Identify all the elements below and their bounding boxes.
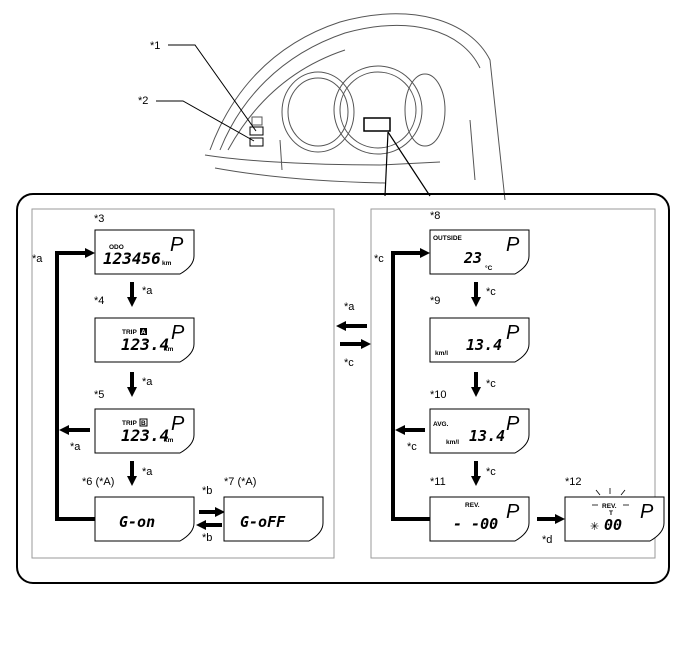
outside-value: 23 bbox=[463, 249, 482, 267]
left-cycle-line bbox=[55, 248, 95, 521]
display-rev-flashing bbox=[564, 496, 665, 542]
callout-10: *10 bbox=[430, 389, 447, 401]
callout-1: *1 bbox=[150, 40, 160, 52]
trip-a-badge bbox=[140, 328, 147, 335]
display-current-fuel bbox=[429, 317, 530, 363]
avg-fuel-gear: P bbox=[506, 413, 520, 435]
current-fuel-gear: P bbox=[506, 322, 520, 344]
display-avg-fuel bbox=[429, 408, 530, 454]
display-g-on bbox=[94, 496, 195, 542]
display-g-off bbox=[223, 496, 324, 542]
g-off-value: G-oFF bbox=[240, 513, 286, 531]
callout-b-2: *b bbox=[202, 532, 212, 544]
display-odo bbox=[94, 229, 195, 275]
trip-a-sub: A bbox=[141, 329, 146, 336]
callout-9: *9 bbox=[430, 295, 440, 307]
trip-b-value: 123.4 bbox=[121, 426, 169, 445]
display-outside bbox=[429, 229, 530, 275]
avg-fuel-tag: AVG. bbox=[433, 421, 449, 428]
zoom-leader bbox=[384, 131, 431, 197]
trip-b-badge bbox=[139, 418, 148, 427]
rev-tag: REV. bbox=[465, 502, 480, 509]
outside-gear: P bbox=[506, 234, 520, 256]
callout-11: *11 bbox=[430, 476, 446, 488]
trip-b-gear: P bbox=[171, 413, 185, 435]
odo-tag: ODO bbox=[109, 244, 124, 251]
callout-2: *2 bbox=[138, 95, 148, 107]
outer-frame bbox=[16, 193, 670, 584]
trip-a-gear: P bbox=[171, 322, 185, 344]
current-fuel-unit: km/l bbox=[435, 350, 448, 357]
rev-gear: P bbox=[506, 501, 520, 523]
callout-b-1: *b bbox=[202, 485, 212, 497]
callout-4: *4 bbox=[94, 295, 104, 307]
right-panel bbox=[370, 208, 656, 559]
callout-3: *3 bbox=[94, 213, 104, 225]
odo-value: 123456 bbox=[103, 249, 161, 268]
callout-a-4: *a bbox=[142, 466, 153, 478]
trip-a-unit: km bbox=[164, 346, 174, 353]
rev-flash-gear: P bbox=[640, 501, 654, 523]
display-trip-a bbox=[94, 317, 195, 363]
callout-c-2: *c bbox=[486, 378, 496, 390]
callout-a-center: *a bbox=[344, 301, 355, 313]
left-panel bbox=[31, 208, 335, 559]
trip-a-tag: TRIP bbox=[122, 329, 137, 336]
right-cycle-line bbox=[391, 248, 430, 521]
odo-unit: km bbox=[162, 260, 172, 267]
trip-b-unit: km bbox=[164, 437, 174, 444]
callout-leaders-top bbox=[156, 44, 257, 142]
callout-c-1: *c bbox=[486, 286, 496, 298]
avg-fuel-unit: km/l bbox=[446, 439, 459, 446]
callout-d: *d bbox=[542, 534, 552, 546]
rev-flash-value: 00 bbox=[604, 516, 622, 534]
callout-c-3: *c bbox=[407, 441, 417, 453]
callout-a-1: *a bbox=[142, 285, 153, 297]
flash-star-icon: ✳ bbox=[590, 520, 599, 533]
trip-a-value: 123.4 bbox=[121, 335, 169, 354]
callout-a-3: *a bbox=[70, 441, 81, 453]
outside-tag: OUTSIDE bbox=[433, 235, 463, 242]
callout-c-loop: *c bbox=[374, 253, 384, 265]
trip-b-tag: TRIP bbox=[122, 420, 137, 427]
instrument-cluster-sketch bbox=[204, 13, 506, 201]
g-on-value: G-on bbox=[119, 513, 155, 531]
callout-c-4: *c bbox=[486, 466, 496, 478]
callout-a-loop: *a bbox=[32, 253, 43, 265]
avg-fuel-value: 13.4 bbox=[469, 427, 505, 445]
odo-gear: P bbox=[170, 234, 184, 256]
callout-8: *8 bbox=[430, 210, 440, 222]
callout-a-2: *a bbox=[142, 376, 153, 388]
callout-c-center: *c bbox=[344, 357, 354, 369]
trip-b-sub: B bbox=[141, 420, 146, 427]
callout-6: *6 (*A) bbox=[82, 476, 114, 488]
callout-12: *12 bbox=[565, 476, 582, 488]
outside-unit: °C bbox=[485, 264, 493, 272]
display-trip-b bbox=[94, 408, 195, 454]
current-fuel-value: 13.4 bbox=[466, 336, 502, 354]
callout-5: *5 bbox=[94, 389, 104, 401]
rev-value: - -00 bbox=[453, 515, 498, 533]
callout-7: *7 (*A) bbox=[224, 476, 256, 488]
rev-flash-tag: REV. bbox=[602, 503, 617, 510]
flash-rays-icon bbox=[592, 488, 629, 506]
display-rev bbox=[429, 496, 530, 542]
rev-flash-sub: T bbox=[609, 510, 613, 517]
